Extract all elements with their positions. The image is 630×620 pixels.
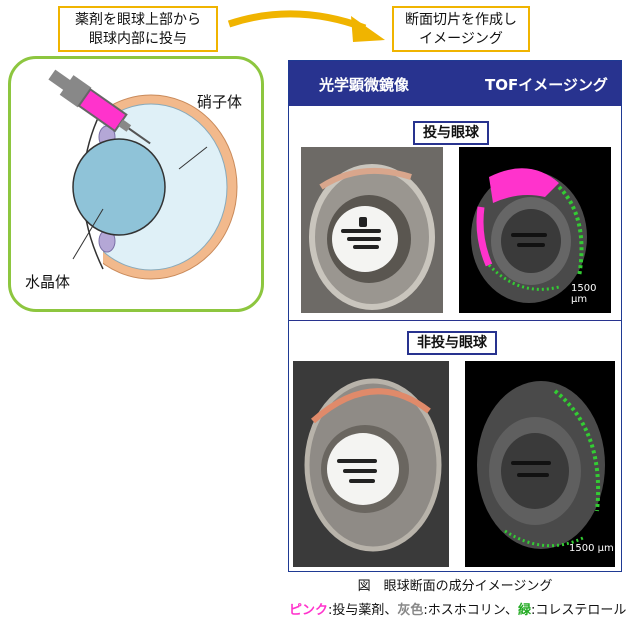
treated-tof-image: 1500 μm [459, 147, 611, 313]
untreated-optical-image [293, 361, 449, 567]
header-optical: 光学顕微鏡像 [319, 76, 410, 94]
legend-pink-desc: :投与薬剤、 [328, 603, 398, 618]
scale-bar-untreated: 1500 μm [569, 543, 614, 554]
scale-bar-treated: 1500 μm [571, 283, 597, 305]
imaging-header: 光学顕微鏡像 TOFイメージング [289, 61, 621, 106]
section-label-untreated: 非投与眼球 [407, 331, 497, 355]
callout-injection: 薬剤を眼球上部から 眼球内部に投与 [58, 6, 218, 52]
curved-arrow [227, 10, 385, 42]
vitreous-label: 硝子体 [197, 93, 243, 111]
treated-optical-image [301, 147, 443, 313]
callout-imaging: 断面切片を作成し イメージング [392, 6, 530, 52]
header-tof: TOFイメージング [485, 76, 608, 94]
legend-gray-desc: :ホスホコリン、 [423, 603, 519, 618]
section-divider [289, 320, 621, 321]
section-label-treated: 投与眼球 [413, 121, 489, 145]
callout-imaging-line2: イメージング [419, 31, 503, 47]
figure-caption: 図 眼球断面の成分イメージング [357, 579, 553, 594]
legend-green-desc: :コレステロール [531, 603, 627, 618]
eye-diagram-panel: 硝子体 水晶体 [8, 56, 264, 312]
legend-pink-term: ピンク [289, 603, 329, 618]
callout-injection-line2: 眼球内部に投与 [89, 31, 187, 47]
lens-label: 水晶体 [25, 273, 71, 291]
eye-diagram-icon [48, 69, 238, 289]
legend-gray-term: 灰色 [397, 603, 424, 618]
imaging-panel: 光学顕微鏡像 TOFイメージング 投与眼球 [288, 60, 622, 572]
legend-green-term: 緑 [518, 603, 532, 618]
callout-injection-line1: 薬剤を眼球上部から [75, 12, 201, 28]
color-legend: ピンク:投与薬剤、灰色:ホスホコリン、緑:コレステロール [289, 599, 629, 618]
callout-imaging-line1: 断面切片を作成し [405, 12, 517, 28]
untreated-tof-image: 1500 μm [465, 361, 615, 567]
